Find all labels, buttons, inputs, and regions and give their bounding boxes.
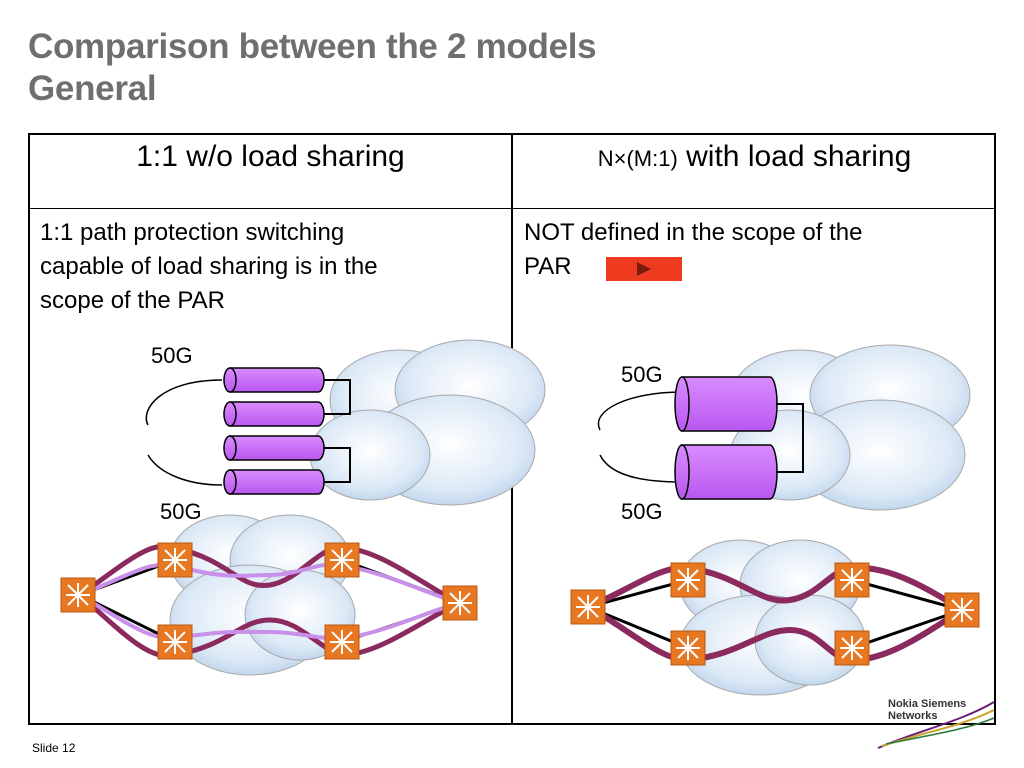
switch-icon xyxy=(834,562,870,598)
column-header-2-suffix: with load sharing xyxy=(677,140,912,173)
logo-line-2: Networks xyxy=(888,710,938,722)
tube-group-right xyxy=(674,376,804,500)
column-2-description: NOT defined in the scope of the PAR xyxy=(524,216,862,284)
switch-icon xyxy=(570,589,606,625)
column-header-1: 1:1 w/o load sharing xyxy=(136,140,405,173)
header-divider xyxy=(28,208,996,209)
switch-icon xyxy=(944,592,980,628)
switch-icon xyxy=(324,624,360,660)
capacity-label-right-bottom: 50G xyxy=(621,499,663,524)
switch-icon xyxy=(324,542,360,578)
title-line-2: General xyxy=(28,69,157,108)
column-header-2: N×(M:1) with load sharing xyxy=(513,140,996,174)
slide-number: Slide 12 xyxy=(32,741,76,755)
logo-line-1: Nokia Siemens xyxy=(888,698,967,710)
cloud-right-bottom xyxy=(679,539,866,696)
switch-icon xyxy=(157,624,193,660)
switch-icon xyxy=(670,630,706,666)
cloud-left-top xyxy=(309,339,546,506)
switch-icon xyxy=(157,542,193,578)
switch-nodes xyxy=(60,542,980,666)
switch-icon xyxy=(442,585,478,621)
column-2-line: PAR xyxy=(524,253,572,280)
connector-curve xyxy=(145,379,223,426)
connector-curve xyxy=(147,454,223,486)
action-button-link[interactable] xyxy=(606,257,682,281)
switch-icon xyxy=(670,562,706,598)
page-title: Comparison between the 2 models General xyxy=(28,26,597,110)
capacity-label-left-top: 50G xyxy=(151,343,193,368)
company-logo: Nokia Siemens Networks xyxy=(888,698,966,722)
column-1-line: capable of load sharing is in the xyxy=(40,253,378,280)
column-1-line: scope of the PAR xyxy=(40,287,225,314)
column-1-description: 1:1 path protection switching capable of… xyxy=(40,216,378,318)
title-line-1: Comparison between the 2 models xyxy=(28,27,597,66)
switch-icon xyxy=(834,630,870,666)
capacity-label-left-bottom: 50G xyxy=(160,499,202,524)
play-arrow-icon xyxy=(637,262,651,276)
logo-swoosh xyxy=(877,701,995,749)
switch-icon xyxy=(60,577,96,613)
column-1-line: 1:1 path protection switching xyxy=(40,219,345,246)
column-header-2-prefix: N×(M:1) xyxy=(597,146,678,171)
column-2-line: NOT defined in the scope of the xyxy=(524,219,863,246)
connector-curve xyxy=(597,391,683,431)
tube-group-left xyxy=(223,367,351,495)
capacity-label-right-top: 50G xyxy=(621,362,663,387)
connector-curve xyxy=(599,454,683,483)
